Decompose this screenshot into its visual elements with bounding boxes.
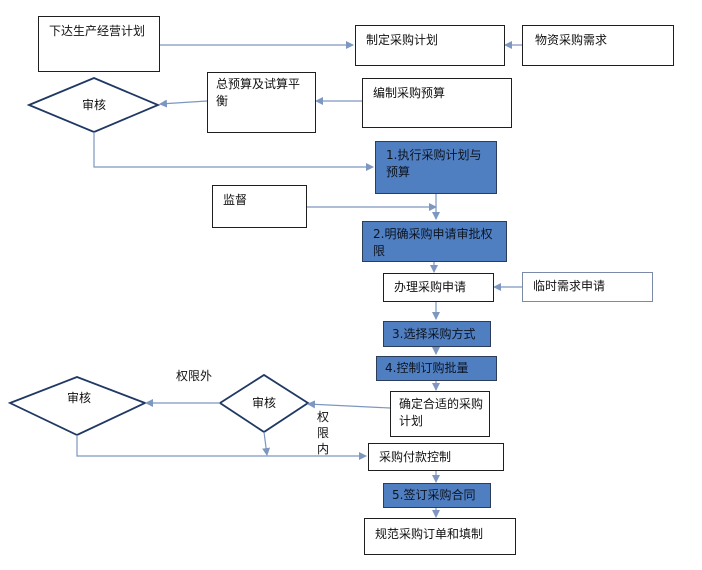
- node-step1: 1.执行采购计划与预算: [375, 141, 497, 194]
- node-payment-control-label: 采购付款控制: [379, 450, 452, 464]
- node-step5: 5.签订采购合同: [383, 483, 491, 508]
- node-make-plan-label: 制定采购计划: [366, 33, 439, 47]
- node-step3-label: 3.选择采购方式: [392, 327, 476, 341]
- node-determine-plan-label: 确定合适的采购计划: [399, 397, 484, 428]
- node-step3: 3.选择采购方式: [383, 321, 491, 347]
- node-supervise: 监督: [212, 185, 307, 228]
- node-total-budget-label: 总预算及试算平衡: [216, 77, 301, 108]
- node-supervise-label: 监督: [223, 193, 248, 207]
- node-step2-label: 2.明确采购申请审批权限: [373, 227, 493, 258]
- node-standardize-label: 规范采购订单和填制: [375, 527, 484, 541]
- arrow-review2-to-payment: [76, 435, 367, 460]
- label-within-authority: 权限内: [316, 410, 329, 456]
- review-1-label: 审核: [81, 98, 106, 112]
- arrow-review-to-step1: [93, 132, 374, 171]
- review-3-label: 审核: [251, 396, 276, 410]
- node-make-plan: 制定采购计划: [355, 25, 505, 66]
- node-step4: 4.控制订购批量: [376, 356, 497, 381]
- node-compile-budget-label: 编制采购预算: [373, 86, 446, 100]
- node-issue-plan-label: 下达生产经营计划: [49, 24, 146, 38]
- arrow-total-to-review: [159, 99, 208, 108]
- node-step5-label: 5.签订采购合同: [392, 488, 476, 502]
- node-temp-request: 临时需求申请: [522, 272, 653, 302]
- node-material-demand-label: 物资采购需求: [535, 33, 608, 47]
- node-total-budget: 总预算及试算平衡: [207, 72, 316, 133]
- arrow-review3-down: [262, 431, 271, 456]
- review-diamond-1: [26, 77, 161, 133]
- node-compile-budget: 编制采购预算: [362, 78, 512, 128]
- node-step4-label: 4.控制订购批量: [385, 361, 469, 375]
- node-handle-request-label: 办理采购申请: [394, 280, 467, 294]
- review-2-label: 审核: [66, 391, 91, 405]
- node-temp-request-label: 临时需求申请: [533, 279, 606, 293]
- arrow-determine-to-review3: [307, 400, 391, 409]
- node-material-demand: 物资采购需求: [522, 25, 674, 66]
- review-diamond-2: [7, 376, 148, 436]
- node-payment-control: 采购付款控制: [368, 443, 504, 471]
- node-handle-request: 办理采购申请: [383, 273, 494, 302]
- node-step2: 2.明确采购申请审批权限: [362, 221, 507, 262]
- node-determine-plan: 确定合适的采购计划: [390, 391, 490, 437]
- node-standardize: 规范采购订单和填制: [364, 518, 516, 555]
- node-issue-plan: 下达生产经营计划: [38, 16, 160, 72]
- node-step1-label: 1.执行采购计划与预算: [386, 148, 482, 179]
- label-out-of-authority: 权限外: [176, 369, 213, 383]
